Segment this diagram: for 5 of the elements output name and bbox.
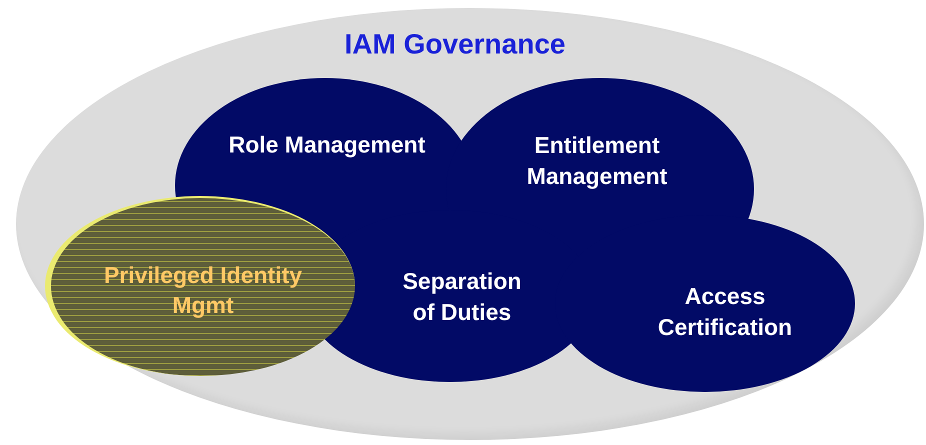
topic-label: Role Management [202, 129, 452, 161]
group-title: IAM Governance [344, 30, 566, 60]
topic-label: Entitlement Management [502, 130, 692, 192]
topic-label: Separation of Duties [392, 266, 532, 328]
topic-label: Privileged Identity Mgmt [102, 261, 304, 320]
